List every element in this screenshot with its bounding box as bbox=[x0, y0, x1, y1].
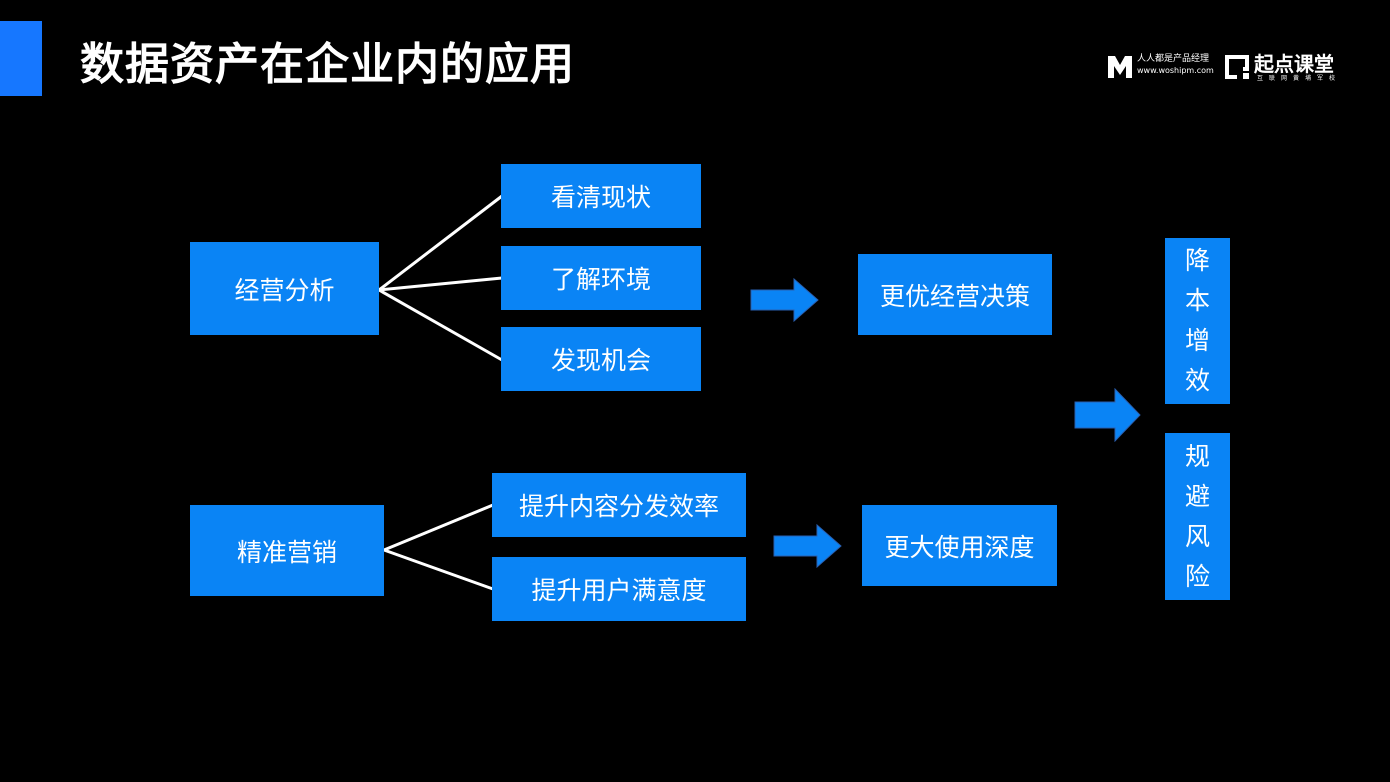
source-box-precision-marketing: 精准营销 bbox=[190, 505, 384, 596]
result-char: 风 bbox=[1184, 521, 1210, 551]
qidian-brand-tagline: 互联网黄埔军校 bbox=[1257, 75, 1342, 82]
qidian-logo-icon bbox=[1225, 55, 1249, 79]
result-char: 规 bbox=[1184, 441, 1210, 471]
outcome-box-better-decisions: 更优经营决策 bbox=[858, 254, 1052, 335]
connector-line bbox=[378, 194, 503, 292]
result-box-risk-avoidance: 规 避 风 险 bbox=[1165, 433, 1230, 600]
connector-line bbox=[378, 276, 503, 292]
right-arrow-icon bbox=[750, 278, 819, 322]
right-arrow-icon bbox=[773, 524, 842, 568]
result-char: 本 bbox=[1184, 286, 1210, 315]
woshipm-brand-text: 人人都是产品经理 www.woshipm.com bbox=[1137, 54, 1214, 76]
source-box-business-analysis: 经营分析 bbox=[190, 242, 379, 335]
woshipm-brand-name: 人人都是产品经理 bbox=[1137, 54, 1210, 64]
item-box: 提升内容分发效率 bbox=[492, 473, 746, 537]
slide-title: 数据资产在企业内的应用 bbox=[80, 39, 575, 90]
result-char: 增 bbox=[1184, 326, 1210, 355]
woshipm-logo-icon bbox=[1108, 56, 1132, 78]
qidian-brand-name: 起点课堂 bbox=[1254, 52, 1334, 76]
right-arrow-icon bbox=[1074, 388, 1141, 442]
result-char: 降 bbox=[1184, 246, 1210, 275]
item-box: 提升用户满意度 bbox=[492, 557, 746, 621]
item-box: 了解环境 bbox=[501, 246, 701, 310]
result-char: 效 bbox=[1184, 366, 1210, 395]
connector-line bbox=[383, 503, 494, 552]
result-char: 避 bbox=[1184, 481, 1210, 511]
item-box: 看清现状 bbox=[501, 164, 701, 228]
connector-line bbox=[378, 288, 503, 362]
outcome-box-deeper-usage: 更大使用深度 bbox=[862, 505, 1057, 586]
item-box: 发现机会 bbox=[501, 327, 701, 391]
title-accent-bar bbox=[0, 21, 42, 96]
result-box-cost-efficiency: 降 本 增 效 bbox=[1165, 238, 1230, 404]
woshipm-brand-url: www.woshipm.com bbox=[1137, 66, 1214, 75]
result-char: 险 bbox=[1184, 561, 1210, 591]
brand-logos: 人人都是产品经理 www.woshipm.com 起点课堂 互联网黄埔军校 bbox=[1106, 52, 1356, 84]
connector-line bbox=[383, 548, 494, 591]
